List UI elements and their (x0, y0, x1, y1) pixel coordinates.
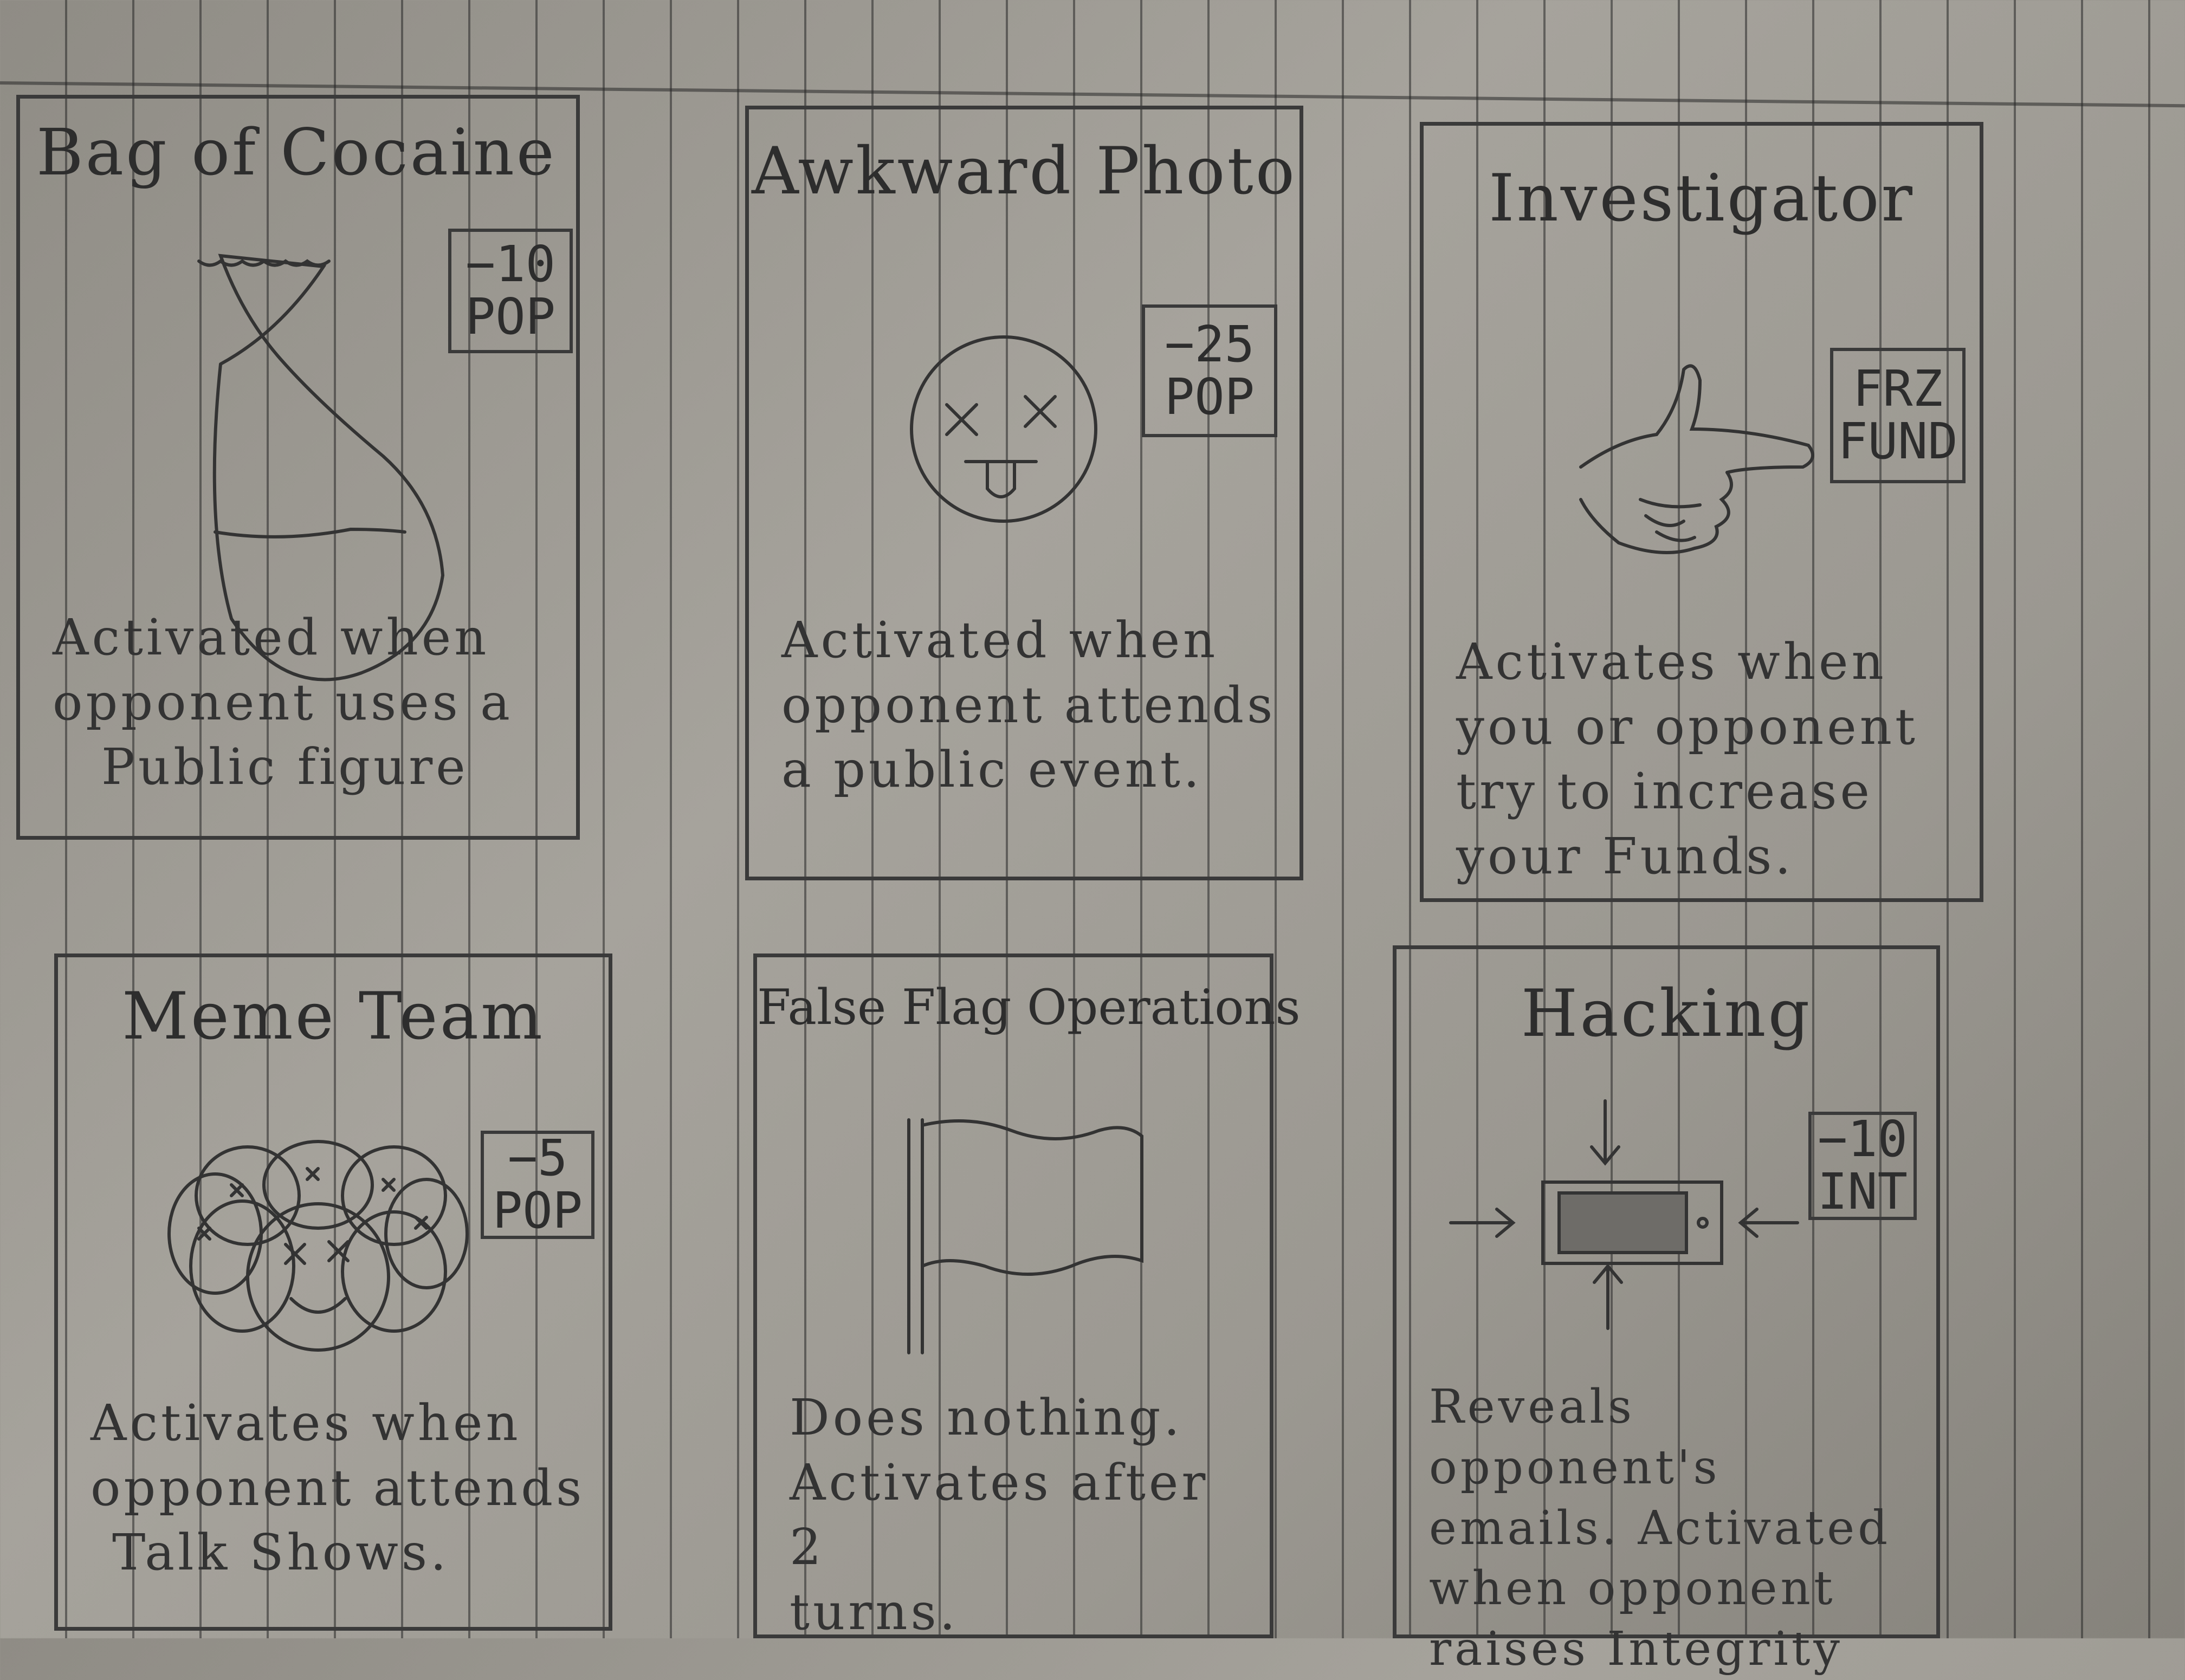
flag-icon (907, 1118, 1143, 1354)
description-line: Activates after 2 (790, 1453, 1209, 1577)
dizzy-face-icon (910, 335, 1097, 523)
badge-unit: POP (492, 1182, 583, 1240)
card-title: False Flag Operations (757, 979, 1301, 1036)
description-line: Activated when (53, 608, 490, 666)
description-line: Activates when (1456, 633, 1887, 691)
pointing-hand-icon (1579, 364, 1814, 554)
description-line: turns. (790, 1582, 959, 1641)
description-line: Reveals opponent's (1429, 1380, 1721, 1495)
card-false-flag-operations: False Flag Operations Does nothing. Acti… (753, 953, 1301, 1641)
card-bag-of-cocaine: Bag of Cocaine −10 POP Activated when op… (16, 95, 580, 840)
badge-value: −10 (1817, 1110, 1908, 1169)
card-description: Activates when opponent attends Talk Sho… (90, 1391, 587, 1585)
card-description: Does nothing. Activates after 2 turns. (790, 1385, 1248, 1644)
description-line: when opponent (1429, 1561, 1836, 1616)
stat-badge: −10 POP (448, 229, 573, 353)
card-meme-team: Meme Team −5 POP Activates when opponent… (54, 953, 612, 1631)
notebook-paper (0, 0, 2185, 1638)
card-hacking: Hacking −10 INT Reveals opponent's email… (1393, 945, 1940, 1676)
badge-value: FRZ (1852, 360, 1943, 418)
bag-icon (197, 254, 445, 682)
description-line: opponent attends (90, 1458, 585, 1517)
stat-badge: −5 POP (481, 1131, 594, 1239)
card-title: Bag of Cocaine (36, 115, 557, 190)
description-line: opponent attends (781, 676, 1276, 734)
badge-unit: FUND (1838, 412, 1958, 470)
card-description: Activates when you or opponent try to in… (1456, 630, 1958, 888)
description-line: raises Integrity (1429, 1622, 1844, 1677)
card-awkward-photo: Awkward Photo −25 POP Activated when opp… (745, 106, 1303, 880)
description-line: a public event. (781, 741, 1203, 799)
stat-badge: −10 INT (1808, 1112, 1917, 1220)
description-line: Talk Shows. (112, 1523, 450, 1582)
badge-value: −10 (465, 235, 556, 294)
description-line: Activates when (90, 1394, 521, 1452)
description-line: Public figure (101, 738, 469, 796)
card-description: Activated when opponent uses a Public fi… (53, 605, 554, 800)
description-line: Activated when (781, 611, 1219, 669)
description-line: emails. Activated (1429, 1501, 1891, 1555)
description-line: you or opponent (1456, 697, 1918, 756)
badge-unit: INT (1817, 1163, 1908, 1221)
badge-value: −5 (507, 1129, 568, 1188)
badge-value: −25 (1164, 315, 1255, 373)
card-title: Hacking (1521, 976, 1812, 1052)
card-description: Activated when opponent attends a public… (781, 608, 1278, 802)
card-investigator: Investigator FRZ FUND Activates when you… (1420, 122, 1983, 902)
stat-badge: FRZ FUND (1830, 348, 1966, 483)
computer-target-icon (1449, 1099, 1799, 1330)
stat-badge: −25 POP (1142, 304, 1277, 437)
card-title: Investigator (1489, 161, 1915, 236)
badge-unit: POP (1164, 367, 1255, 426)
card-description: Reveals opponent's emails. Activated whe… (1429, 1377, 1915, 1680)
badge-unit: POP (465, 288, 556, 346)
description-line: your Funds. (1456, 827, 1794, 885)
description-line: opponent uses a (53, 673, 513, 731)
description-line: try to increase (1456, 762, 1873, 821)
card-title: Awkward Photo (751, 134, 1297, 209)
card-title: Meme Team (122, 979, 545, 1054)
crowd-faces-icon (167, 1140, 469, 1352)
description-line: Does nothing. (790, 1389, 1183, 1447)
